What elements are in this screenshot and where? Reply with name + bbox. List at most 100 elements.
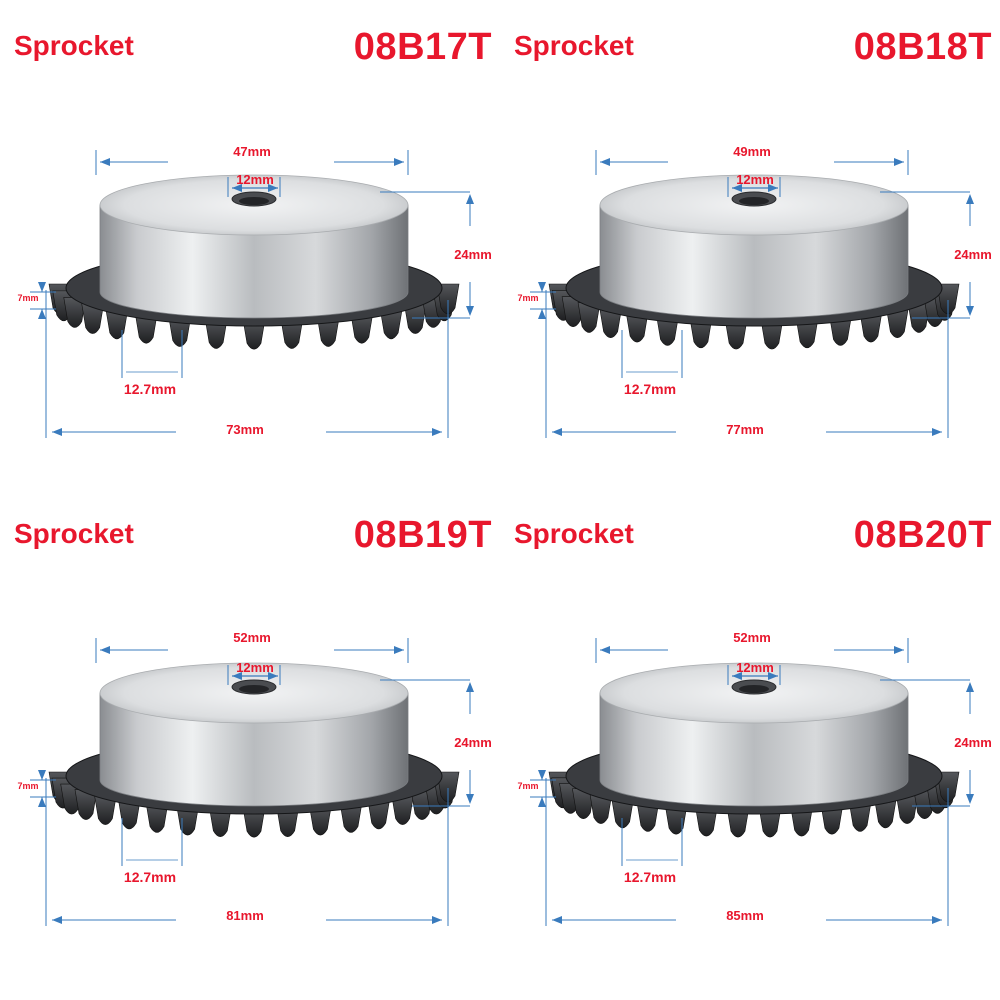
- dimension-arrow-icon: [466, 306, 474, 316]
- dimension-arrow-icon: [894, 158, 904, 166]
- model-number: 08B19T: [353, 514, 492, 556]
- dimension-arrow-icon: [966, 682, 974, 692]
- panel-title: Sprocket: [14, 518, 134, 549]
- hub-diameter-label: 47mm: [233, 144, 271, 159]
- plate-thickness-label: 7mm: [517, 293, 538, 303]
- sprocket-tooth: [936, 771, 960, 803]
- dimension-arrow-icon: [732, 672, 742, 680]
- sprocket-tooth: [63, 297, 87, 328]
- dimension-arrow-icon: [538, 797, 546, 807]
- dimension-arrow-icon: [894, 646, 904, 654]
- dimension-arrow-icon: [268, 672, 278, 680]
- dimension-lines: [530, 638, 974, 926]
- chain-pitch-label: 12.7mm: [624, 381, 676, 397]
- sprocket-tooth: [280, 318, 304, 349]
- sprocket-tooth: [81, 303, 105, 334]
- sprocket-tooth: [436, 283, 460, 315]
- sprocket-icon: [548, 174, 960, 350]
- dimension-arrow-icon: [538, 770, 546, 780]
- sprocket-tooth: [145, 802, 169, 833]
- sprocket-icon: [48, 174, 460, 350]
- hub-cylinder: [599, 204, 909, 319]
- hub-height-label: 24mm: [954, 247, 992, 262]
- panel-title: Sprocket: [14, 30, 134, 61]
- dimension-arrow-icon: [432, 428, 442, 436]
- dimension-arrow-icon: [394, 646, 404, 654]
- sprocket-tooth: [895, 793, 919, 824]
- sprocket-tooth: [625, 311, 649, 343]
- hub-height-label: 24mm: [954, 735, 992, 750]
- outer-diameter-label: 85mm: [726, 908, 764, 923]
- sprocket-tooth: [936, 283, 960, 315]
- dimension-arrow-icon: [52, 916, 62, 924]
- bore-hole-shadow: [239, 197, 269, 205]
- sprocket-icon: [548, 662, 960, 838]
- hub-height-label: 24mm: [454, 247, 492, 262]
- dimension-arrow-icon: [538, 282, 546, 292]
- hub-diameter-label: 52mm: [233, 630, 271, 645]
- sprocket-tooth: [760, 318, 784, 350]
- sprocket-tooth: [391, 794, 414, 825]
- dimension-arrow-icon: [552, 428, 562, 436]
- sprocket-panel-08b17t: Sprocket 08B17T 47mm 12mm 24mm 7mm 12.7m…: [0, 0, 500, 490]
- sprocket-tooth: [379, 308, 403, 340]
- dimension-arrow-icon: [232, 672, 242, 680]
- sprocket-tooth: [820, 803, 844, 835]
- sprocket-tooth: [726, 806, 750, 838]
- dimension-arrow-icon: [966, 306, 974, 316]
- sprocket-tooth: [350, 312, 374, 344]
- sprocket-tooth: [859, 311, 883, 343]
- dimension-arrow-icon: [600, 646, 610, 654]
- sprocket-tooth: [134, 312, 158, 344]
- dimension-arrow-icon: [600, 158, 610, 166]
- sprocket-diagram: 47mm 12mm 24mm 7mm 12.7mm 73mm: [17, 144, 492, 438]
- hub-cylinder: [599, 692, 909, 807]
- sprocket-diagram: 52mm 12mm 24mm 7mm 12.7mm 85mm: [517, 630, 992, 926]
- sprocket-tooth: [758, 806, 782, 838]
- hub-diameter-label: 49mm: [733, 144, 771, 159]
- sprocket-tooth: [656, 315, 679, 346]
- model-number: 08B20T: [853, 514, 992, 556]
- outer-diameter-label: 81mm: [226, 908, 264, 923]
- bore-hole-shadow: [739, 197, 769, 205]
- sprocket-teeth: [48, 283, 460, 350]
- sprocket-tooth: [308, 804, 332, 836]
- dimension-arrow-icon: [394, 158, 404, 166]
- dimension-arrow-icon: [732, 184, 742, 192]
- sprocket-tooth: [577, 302, 601, 333]
- sprocket-tooth: [367, 798, 391, 830]
- bore-diameter-label: 12mm: [736, 660, 774, 675]
- chain-pitch-label: 12.7mm: [124, 381, 176, 397]
- dimension-arrow-icon: [466, 794, 474, 804]
- sprocket-tooth: [74, 789, 98, 820]
- sprocket-tooth: [276, 806, 300, 837]
- dimension-arrow-icon: [466, 682, 474, 692]
- outer-diameter-label: 73mm: [226, 422, 264, 437]
- dimension-lines: [30, 150, 474, 438]
- sprocket-tooth: [790, 805, 813, 837]
- sprocket-tooth: [168, 316, 192, 347]
- sprocket-tooth: [339, 802, 363, 833]
- sprocket-tooth: [636, 801, 660, 832]
- hub-diameter-label: 52mm: [733, 630, 771, 645]
- dimension-lines: [530, 150, 974, 438]
- outer-diameter-label: 77mm: [726, 422, 764, 437]
- sprocket-tooth: [572, 788, 595, 820]
- panel-title: Sprocket: [514, 518, 634, 549]
- sprocket-tooth: [94, 794, 117, 825]
- sprocket-tooth: [695, 805, 718, 837]
- hub-height-label: 24mm: [454, 735, 492, 750]
- sprocket-teeth: [48, 771, 460, 838]
- hub-cylinder: [99, 692, 409, 807]
- plate-thickness-label: 7mm: [17, 293, 38, 303]
- plate-thickness-label: 7mm: [517, 781, 538, 791]
- dimension-arrow-icon: [38, 309, 46, 319]
- sprocket-icon: [48, 662, 460, 838]
- dimension-arrow-icon: [932, 428, 942, 436]
- dimension-arrow-icon: [768, 184, 778, 192]
- model-number: 08B18T: [853, 26, 992, 68]
- sprocket-tooth: [589, 793, 613, 824]
- sprocket-tooth: [874, 797, 897, 829]
- dimension-arrow-icon: [552, 916, 562, 924]
